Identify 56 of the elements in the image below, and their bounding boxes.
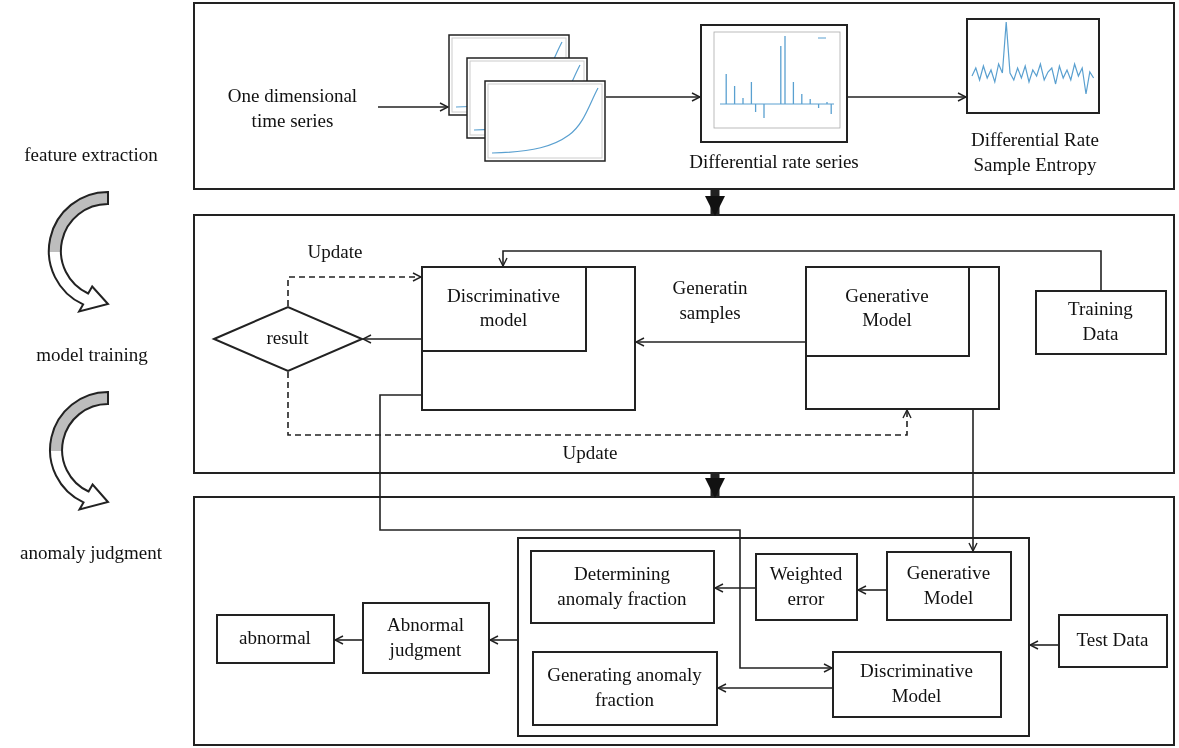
arrow	[362, 334, 422, 344]
node-text: result	[265, 326, 310, 351]
curved-block-arrow	[47, 191, 109, 313]
arrow	[498, 250, 1102, 291]
dashed-arrow	[287, 371, 912, 436]
stage-panel	[193, 2, 1175, 190]
node-text: Weighted error	[768, 561, 844, 611]
process-box	[885, 550, 1012, 621]
stage-label: model training	[35, 342, 149, 367]
process-box	[420, 265, 587, 352]
dashed-arrow	[287, 272, 422, 307]
arrow	[1029, 640, 1059, 650]
node-text: Training Data	[1067, 297, 1134, 346]
node-text: Abnormal judgment	[385, 612, 465, 662]
arrow	[714, 583, 756, 593]
stage-label: One dimensional time series	[226, 83, 359, 133]
arrow	[635, 337, 806, 347]
node-text: Generative Model	[905, 560, 992, 610]
process-box	[531, 650, 718, 726]
node-text: Discriminative model	[446, 283, 561, 333]
block-arrow	[705, 190, 725, 216]
block-arrow	[705, 474, 725, 498]
node-text: Generating anomaly fraction	[546, 663, 703, 712]
arrow	[847, 92, 967, 102]
process-box	[215, 613, 335, 664]
node-text: Determining anomaly fraction	[556, 561, 688, 611]
process-box	[804, 265, 970, 357]
caption-text: Differential rate series	[688, 150, 860, 174]
arrow	[717, 683, 833, 693]
process-box	[361, 601, 490, 674]
arrow	[377, 102, 449, 112]
arrow	[968, 409, 978, 552]
process-box	[754, 552, 858, 621]
process-box	[831, 650, 1002, 718]
node-text: abnormal	[238, 626, 312, 651]
process-box	[804, 265, 1000, 410]
caption-text: Differential Rate Sample Entropy	[970, 128, 1100, 177]
arrow	[857, 585, 887, 595]
process-box	[420, 265, 636, 411]
curved-block-arrow	[49, 391, 109, 511]
node-text: Discriminative Model	[859, 659, 974, 708]
stage-panel	[193, 496, 1175, 746]
process-box	[529, 549, 715, 624]
process-box	[1034, 289, 1167, 355]
process-box	[516, 536, 1030, 737]
decision-diamond	[212, 305, 363, 372]
arrow	[379, 394, 833, 673]
stage-label: feature extraction	[23, 142, 159, 167]
stage-label: anomaly judgment	[19, 540, 163, 565]
arrow	[334, 635, 363, 645]
process-box	[1057, 613, 1168, 668]
node-text: Generative Model	[844, 283, 930, 333]
node-text: Test Data	[1075, 628, 1150, 653]
arrow	[489, 635, 518, 645]
arrow	[605, 92, 701, 102]
stage-panel	[193, 214, 1175, 474]
